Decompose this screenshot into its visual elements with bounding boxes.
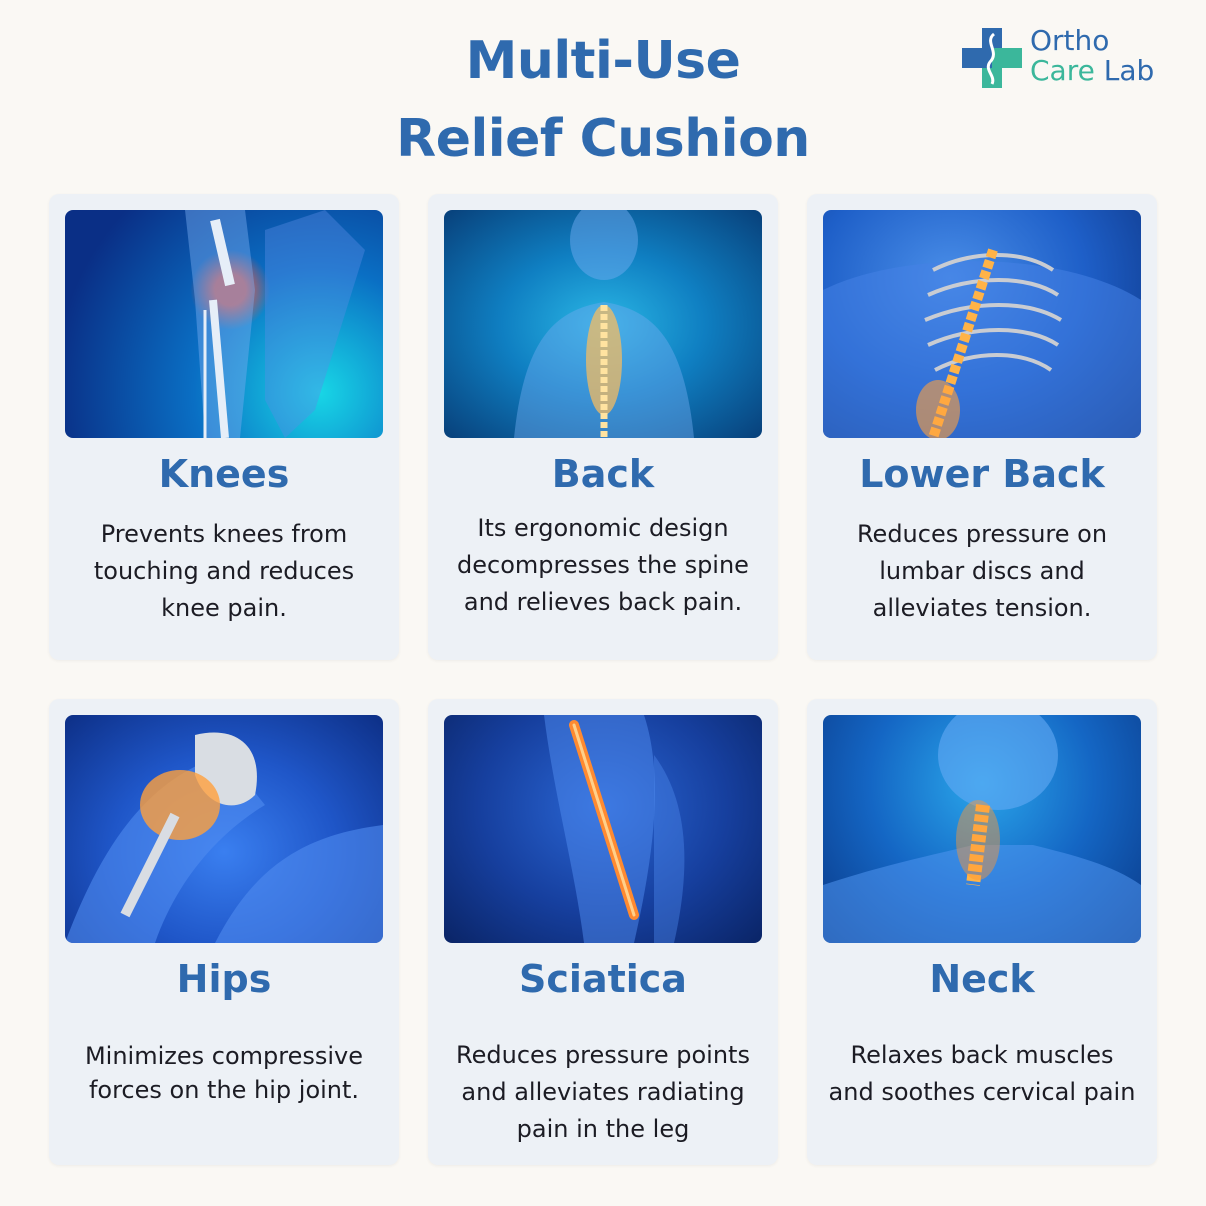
- medical-cross-spine-icon: [962, 28, 1022, 88]
- card-description: Its ergonomic design decompresses the sp…: [457, 514, 749, 616]
- cervical-spine-image: [823, 715, 1141, 943]
- card-title: Back: [551, 452, 655, 496]
- card-description: Minimizes compressive forces on the hip …: [84, 1042, 364, 1104]
- card-title: Knees: [158, 452, 290, 496]
- card-title: Lower Back: [859, 452, 1105, 496]
- card-knees: Knees Prevents knees from touching and r…: [49, 194, 399, 660]
- upper-spine-image: [444, 210, 762, 438]
- card-neck: Neck Relaxes back muscles and soothes ce…: [807, 699, 1157, 1165]
- title-line-1: Multi-Use: [465, 31, 741, 91]
- logo-text-ortho: Ortho: [1030, 24, 1110, 57]
- brand-logo: Ortho Care Lab: [962, 26, 1172, 90]
- card-description: Prevents knees from touching and reduces…: [93, 520, 355, 622]
- card-lower-back: Lower Back Reduces pressure on lumbar di…: [807, 194, 1157, 660]
- page-title: Multi-Use Relief Cushion: [0, 22, 1206, 178]
- lumbar-spine-image: [823, 210, 1141, 438]
- logo-text-care-lab: Care Lab: [1030, 54, 1155, 87]
- card-title: Sciatica: [519, 957, 687, 1001]
- card-description: Relaxes back muscles and soothes cervica…: [828, 1041, 1136, 1106]
- card-back: Back Its ergonomic design decompresses t…: [428, 194, 778, 660]
- sciatic-nerve-image: [444, 715, 762, 943]
- card-description: Reduces pressure on lumbar discs and all…: [856, 520, 1108, 622]
- card-hips: Hips Minimizes compressive forces on the…: [49, 699, 399, 1165]
- hip-joint-image: [65, 715, 383, 943]
- knee-joint-image: [65, 210, 383, 438]
- card-description: Reduces pressure points and alleviates r…: [456, 1041, 750, 1143]
- card-sciatica: Sciatica Reduces pressure points and all…: [428, 699, 778, 1165]
- card-title: Hips: [176, 957, 272, 1001]
- title-line-2: Relief Cushion: [396, 109, 810, 169]
- card-title: Neck: [929, 957, 1035, 1001]
